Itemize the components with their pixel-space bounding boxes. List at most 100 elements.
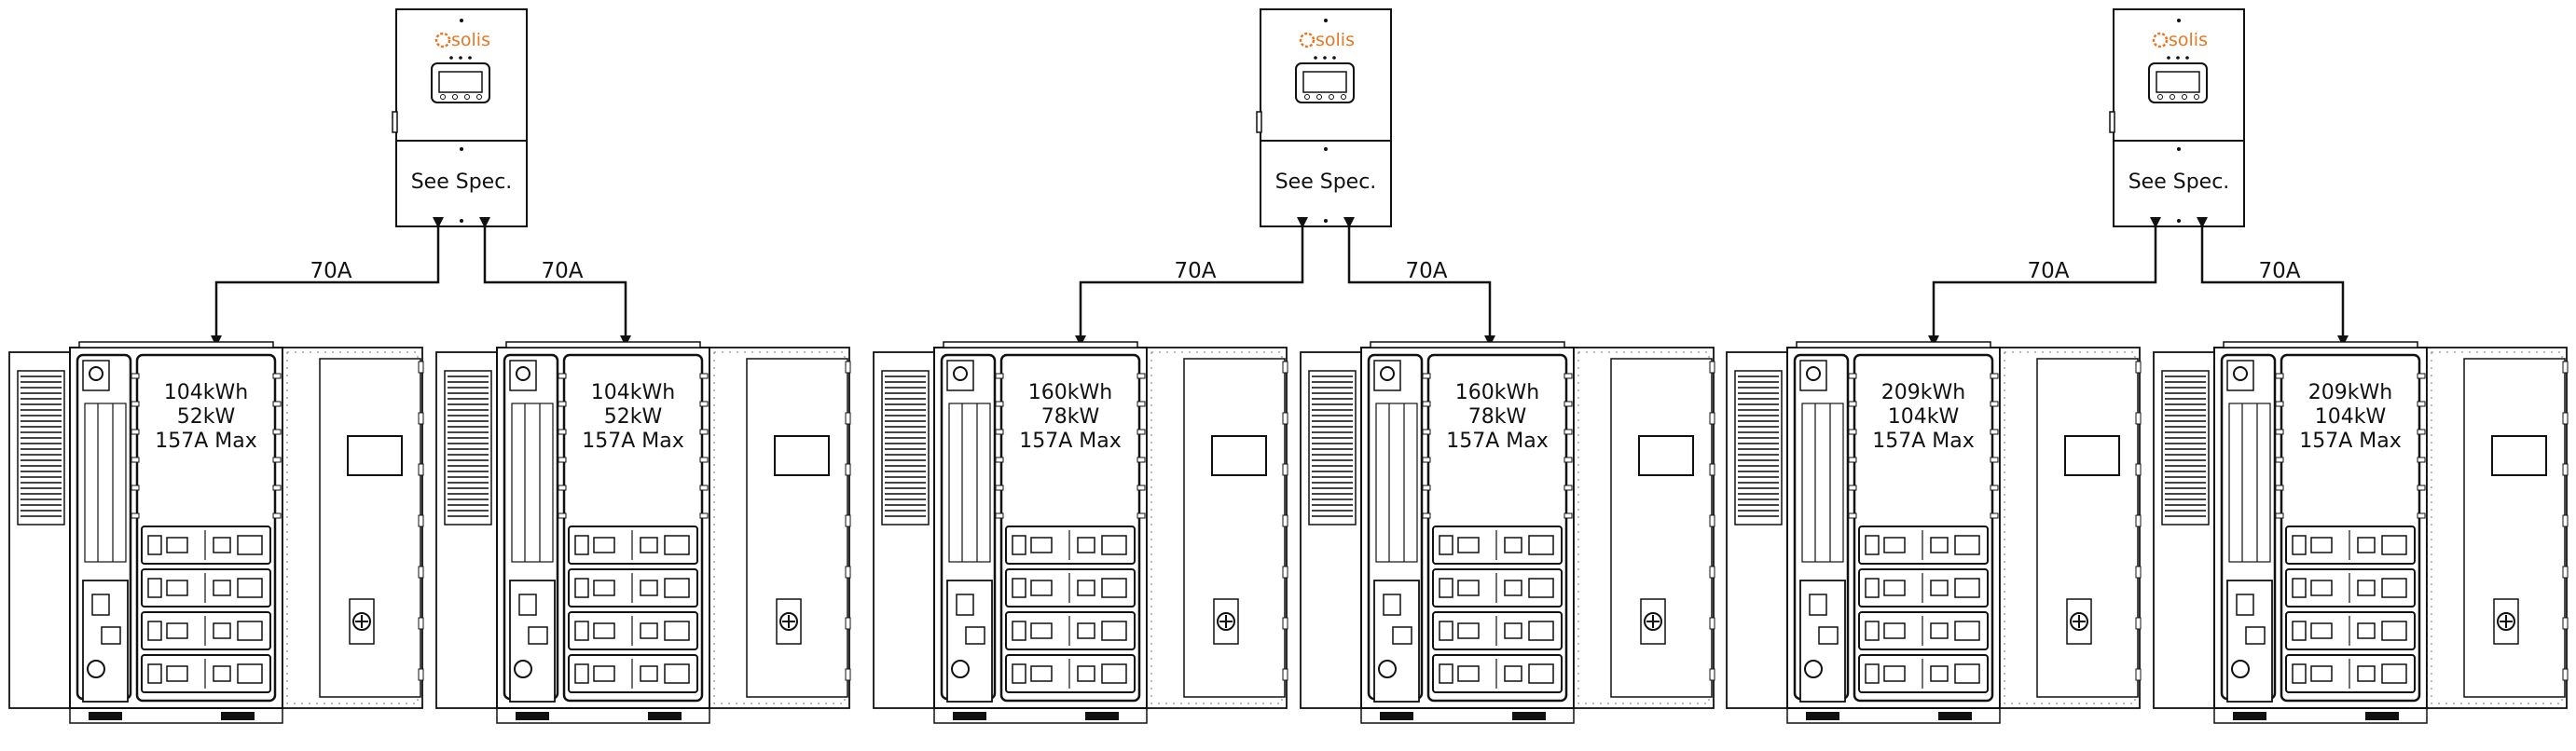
door-hinge bbox=[845, 617, 851, 630]
power-label: 104kW bbox=[2315, 405, 2387, 429]
module-connector-icon bbox=[147, 535, 162, 555]
module-port-icon bbox=[1077, 580, 1095, 596]
rail-clip bbox=[2275, 373, 2284, 379]
module-connector-icon bbox=[2292, 621, 2307, 641]
rail-clip bbox=[558, 429, 567, 435]
inverter-spec-label: See Spec. bbox=[411, 171, 513, 194]
module-handle-icon bbox=[1101, 663, 1127, 684]
rail-clip bbox=[1422, 457, 1431, 463]
solis-logo-icon bbox=[1299, 32, 1316, 48]
cabinet-foot bbox=[221, 712, 255, 720]
rail-clip bbox=[995, 401, 1004, 407]
rail-clip bbox=[699, 373, 709, 379]
module-handle-icon bbox=[237, 578, 263, 598]
cabinet-base bbox=[2213, 707, 2428, 724]
mount-screw-icon bbox=[2177, 147, 2181, 151]
module-port-icon bbox=[1883, 580, 1906, 596]
breaker-knob-icon bbox=[2233, 366, 2248, 381]
cabinet-foot bbox=[1512, 712, 1546, 720]
mount-screw-icon bbox=[460, 219, 463, 223]
door-hinge bbox=[1709, 668, 1715, 681]
module-connector-icon bbox=[1012, 578, 1026, 598]
cabinet-foot bbox=[1380, 712, 1413, 720]
inverter-spec-label: See Spec. bbox=[2128, 171, 2230, 194]
door-hinge bbox=[845, 412, 851, 425]
rotary-switch-icon bbox=[514, 660, 532, 678]
inverter-body bbox=[1260, 8, 1392, 227]
door-hinge bbox=[1282, 617, 1288, 630]
rail-clip bbox=[272, 373, 282, 379]
switch-icon bbox=[2236, 594, 2254, 616]
inverter-brand: solis bbox=[2169, 30, 2208, 50]
module-handle-icon bbox=[664, 578, 690, 598]
cabinet-top-rail bbox=[1370, 341, 1565, 348]
mount-screw-icon bbox=[1324, 147, 1328, 151]
module-connector-icon bbox=[1012, 535, 1026, 555]
power-label: 78kW bbox=[1468, 405, 1527, 429]
rail-clip bbox=[699, 512, 709, 519]
fan-icon bbox=[2070, 612, 2088, 631]
door-hinge bbox=[2135, 668, 2142, 681]
rail-clip bbox=[1848, 373, 1857, 379]
switch-icon bbox=[91, 594, 110, 616]
rail-clip bbox=[272, 485, 282, 491]
cabinet-base bbox=[1360, 707, 1575, 724]
module-connector-icon bbox=[2292, 535, 2307, 555]
inverter-side-handle bbox=[392, 111, 398, 133]
fan-icon bbox=[352, 612, 371, 631]
module-port-icon bbox=[1883, 537, 1906, 553]
door-hinge bbox=[418, 514, 424, 527]
cabinet-foot bbox=[516, 712, 549, 720]
module-handle-icon bbox=[1528, 663, 1554, 684]
rail-clip bbox=[272, 429, 282, 435]
module-port-icon bbox=[2310, 537, 2333, 553]
module-port-icon bbox=[1457, 537, 1480, 553]
door-hinge bbox=[1282, 668, 1288, 681]
power-label: 52kW bbox=[177, 405, 236, 429]
inverter-button-icon bbox=[1329, 94, 1334, 100]
current-max-label: 157A Max bbox=[2299, 430, 2402, 453]
rail-clip bbox=[558, 401, 567, 407]
module-port-icon bbox=[1930, 622, 1949, 639]
rail-clip bbox=[995, 485, 1004, 491]
fuse-icon bbox=[965, 626, 985, 645]
mount-screw-icon bbox=[2177, 19, 2181, 22]
module-port-icon bbox=[166, 537, 188, 553]
module-port-icon bbox=[1883, 622, 1906, 639]
current-max-label: 157A Max bbox=[1872, 430, 1975, 453]
module-connector-icon bbox=[2292, 578, 2307, 598]
cabinet-base bbox=[933, 707, 1148, 724]
door-window bbox=[1211, 435, 1267, 476]
inverter-display bbox=[438, 71, 483, 93]
module-connector-icon bbox=[1865, 535, 1880, 555]
door-hinge bbox=[2135, 617, 2142, 630]
module-port-icon bbox=[1030, 665, 1053, 682]
inverter-button-icon bbox=[464, 94, 470, 100]
busbar-panel bbox=[948, 403, 991, 563]
cabinet-top-rail bbox=[2223, 341, 2418, 348]
module-connector-icon bbox=[1439, 578, 1453, 598]
busbar-panel bbox=[2228, 403, 2271, 563]
module-port-icon bbox=[2310, 622, 2333, 639]
current-label-right: 70A bbox=[541, 259, 583, 283]
module-handle-icon bbox=[1528, 621, 1554, 641]
module-port-icon bbox=[640, 537, 658, 553]
inverter-button-icon bbox=[2170, 94, 2175, 100]
rail-clip bbox=[2417, 401, 2426, 407]
rail-clip bbox=[131, 373, 140, 379]
module-port-icon bbox=[2357, 537, 2376, 553]
door-window bbox=[347, 435, 403, 476]
door-hinge bbox=[2562, 668, 2569, 681]
rail-clip bbox=[1136, 373, 1146, 379]
rotary-switch-icon bbox=[951, 660, 970, 678]
rail-clip bbox=[1990, 485, 1999, 491]
module-handle-icon bbox=[1954, 578, 1980, 598]
current-max-label: 157A Max bbox=[155, 430, 257, 453]
rail-clip bbox=[2275, 401, 2284, 407]
module-connector-icon bbox=[574, 663, 589, 684]
rail-clip bbox=[699, 485, 709, 491]
